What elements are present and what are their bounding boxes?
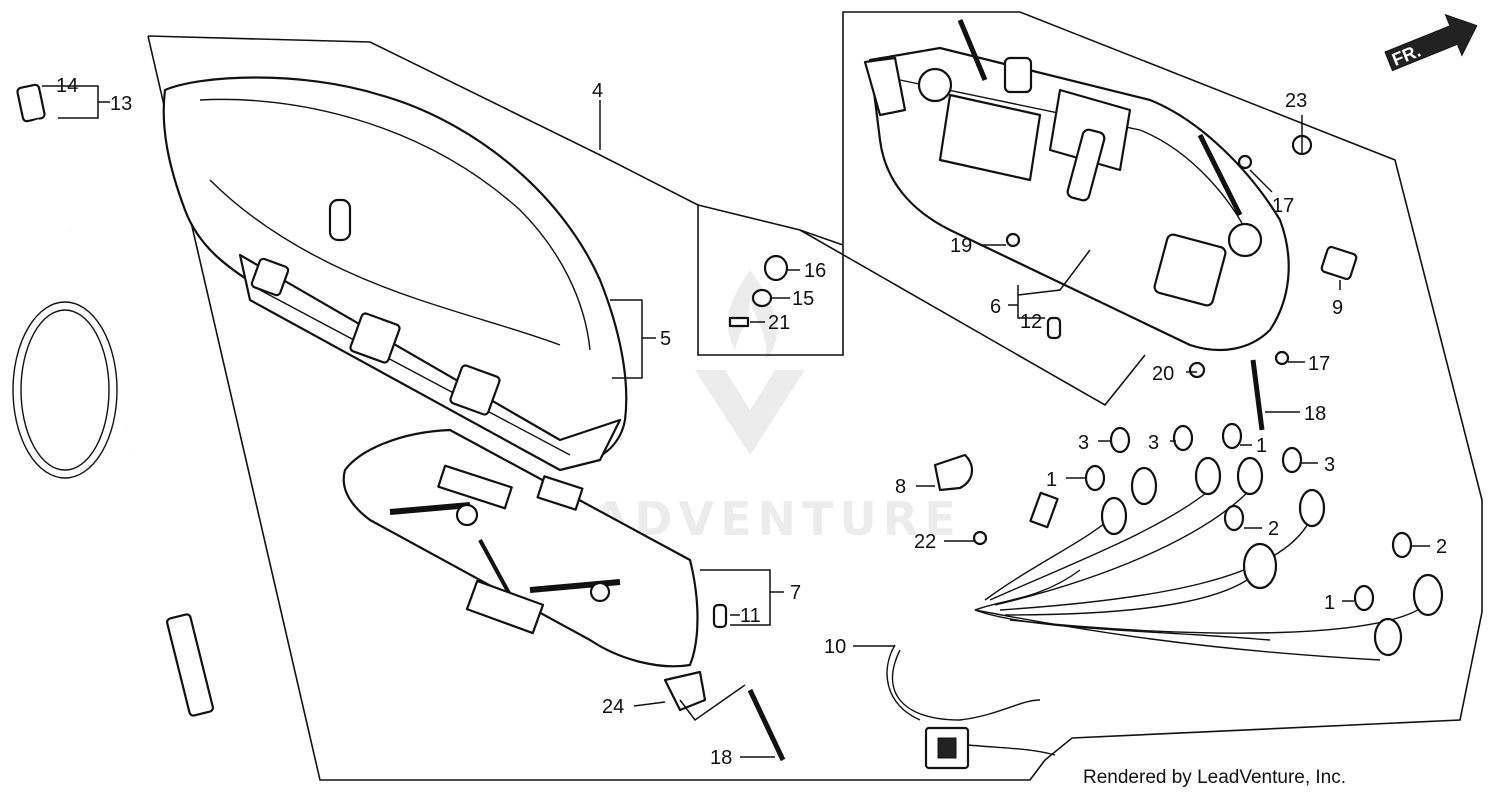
- callout-18a: 18: [1304, 403, 1326, 425]
- callout-20: 20: [1152, 363, 1174, 385]
- front-direction-arrow-icon: FR.: [1384, 13, 1478, 72]
- meter-panel: [342, 428, 699, 668]
- callout-15: 15: [792, 288, 814, 310]
- wire-harness: [886, 456, 1444, 770]
- housing-divider: [799, 229, 1146, 407]
- speedometer-cable: [12, 83, 214, 717]
- callout-7: 7: [790, 582, 801, 604]
- meter-housing: [863, 19, 1290, 352]
- callout-6: 6: [990, 296, 1001, 318]
- hardware-subbox: [697, 204, 844, 246]
- callout-3b: 3: [1148, 432, 1159, 454]
- callout-23: 23: [1285, 90, 1307, 112]
- callout-17b: 17: [1308, 353, 1330, 375]
- callout-19: 19: [950, 235, 972, 257]
- callout-1a: 1: [1256, 435, 1267, 457]
- credit-text: Rendered by LeadVenture, Inc.: [1083, 767, 1347, 788]
- callout-9: 9: [1332, 297, 1343, 319]
- callout-17a: 17: [1272, 195, 1294, 217]
- assembly-boundary: [147, 11, 1483, 781]
- hardware: [663, 134, 1413, 762]
- callout-10: 10: [824, 636, 846, 658]
- callout-24: 24: [602, 696, 624, 718]
- leader-lines: [42, 85, 1430, 758]
- callout-16: 16: [804, 260, 826, 282]
- callout-1b: 1: [1046, 469, 1057, 491]
- callout-14: 14: [56, 75, 78, 97]
- callout-4: 4: [592, 80, 603, 102]
- callout-5: 5: [660, 328, 671, 350]
- callout-12: 12: [1020, 311, 1042, 333]
- callout-3a: 3: [1078, 432, 1089, 454]
- callout-22: 22: [914, 531, 936, 553]
- callout-2a: 2: [1268, 518, 1279, 540]
- callout-21: 21: [768, 312, 790, 334]
- callout-2b: 2: [1436, 536, 1447, 558]
- callout-11: 11: [740, 605, 761, 627]
- callout-18b: 18: [710, 747, 732, 769]
- callouts: 14 13 4 5 16 15 21 19 6 12 23 17 9 17 20…: [56, 75, 1447, 769]
- meter-cover: [162, 76, 628, 472]
- callout-1c: 1: [1324, 592, 1335, 614]
- callout-8: 8: [895, 476, 906, 498]
- callout-13: 13: [110, 93, 132, 115]
- callout-3c: 3: [1324, 454, 1335, 476]
